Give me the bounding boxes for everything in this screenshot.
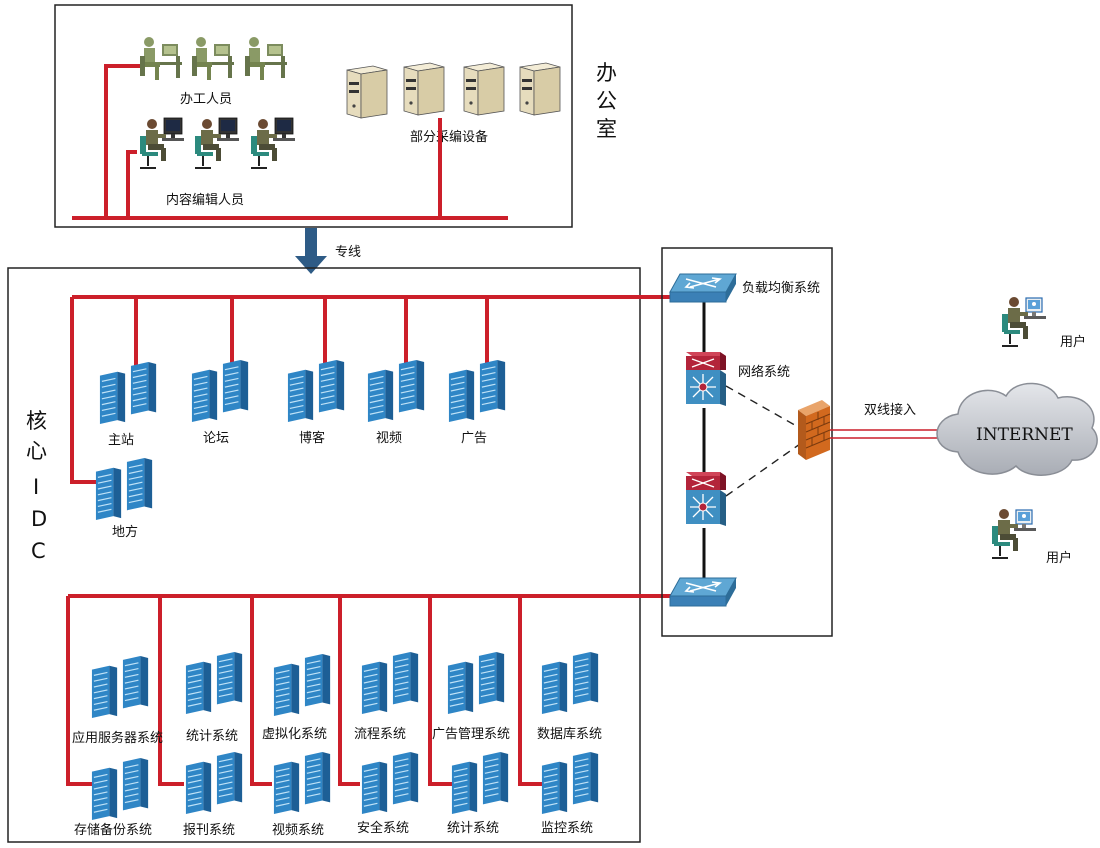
server-ads-icon	[448, 360, 506, 422]
idc-title-char-5: C	[31, 539, 46, 563]
bottom-row1-label: 应用服务器系统	[72, 730, 163, 746]
office-title-char-2: 公	[596, 89, 617, 113]
office-lan-links	[72, 64, 508, 220]
server-video-system-icon	[273, 752, 331, 814]
dedicated-line-label: 专线	[335, 245, 361, 260]
access-switch-icon	[669, 577, 737, 607]
idc-title-char-1: 核	[26, 409, 47, 433]
editing-equipment-icon	[463, 62, 505, 116]
server-security-icon	[361, 752, 419, 814]
firewall-icon	[797, 399, 831, 461]
server-monitoring-icon	[541, 752, 599, 814]
server-workflow-icon	[361, 652, 419, 714]
load-balancer-label: 负载均衡系统	[742, 281, 820, 296]
user-label: 用户	[1046, 550, 1072, 566]
dedicated-line: 专线	[295, 228, 361, 274]
content-editor-label: 内容编辑人员	[166, 192, 244, 208]
idc-title-char-3: I	[33, 475, 39, 499]
dual-line-links	[830, 429, 948, 439]
office-worker-icon	[192, 37, 234, 80]
office-title-char-3: 室	[596, 117, 617, 141]
office-frame	[54, 4, 573, 228]
dual-line-access: 双线接入	[830, 402, 948, 439]
idc-title-char-2: 心	[26, 439, 47, 463]
server-forum-icon	[191, 360, 249, 422]
server-ad-management-icon	[447, 652, 505, 714]
editing-equipment-icon	[403, 62, 445, 116]
network-frame	[661, 247, 833, 637]
users: 用户 用户	[991, 296, 1086, 566]
core-idc-region: 核 心 I D C 主站 论坛 博客 视频 广告 地方	[7, 267, 672, 843]
internet-label: INTERNET	[976, 425, 1073, 445]
internet-cloud: INTERNET	[936, 382, 1098, 476]
office-region: 办工人员 内容编辑人员 部分采编设备 办 公 室	[54, 4, 617, 228]
bottom-row1-label: 流程系统	[354, 727, 406, 742]
core-router-icon	[685, 351, 727, 407]
editing-equipment-label: 部分采编设备	[410, 129, 488, 145]
top-group-label: 视频	[376, 431, 402, 446]
editing-equipment-icon	[519, 62, 561, 116]
content-editor-icon	[194, 117, 240, 169]
server-app-icon	[91, 656, 149, 718]
content-editor-icon	[250, 117, 296, 169]
content-editor-icon	[139, 117, 185, 169]
bottom-row1-label: 数据库系统	[537, 726, 602, 742]
dedicated-line-arrow	[295, 228, 327, 274]
top-group-label: 地方	[112, 524, 138, 540]
office-staff-label: 办工人员	[180, 92, 232, 107]
bottom-row2-label: 安全系统	[357, 820, 409, 836]
bottom-row1-label: 统计系统	[186, 729, 238, 744]
server-local-icon	[95, 458, 153, 520]
bottom-row2-label: 报刊系统	[183, 823, 235, 838]
server-virtualization-icon	[273, 654, 331, 716]
network-panel: 负载均衡系统 网络系统	[661, 247, 833, 637]
bottom-row2-label: 统计系统	[447, 821, 499, 836]
user-label: 用户	[1060, 334, 1086, 350]
bottom-row1-label: 广告管理系统	[432, 727, 510, 742]
idc-bottom-bus	[66, 594, 672, 786]
user-icon	[1001, 296, 1047, 347]
load-balancer-switch-icon	[669, 273, 737, 303]
office-worker-icon	[140, 37, 182, 80]
bottom-row1-label: 虚拟化系统	[262, 727, 327, 742]
office-worker-icon	[245, 37, 287, 80]
server-newspaper-icon	[185, 752, 243, 814]
top-group-label: 主站	[108, 433, 134, 448]
firewall-dashed-links	[725, 385, 801, 497]
server-video-icon	[367, 360, 425, 422]
cloud-shape	[936, 382, 1098, 476]
idc-frame	[7, 267, 641, 843]
server-blog-icon	[287, 360, 345, 422]
dual-line-label: 双线接入	[864, 402, 916, 418]
server-database-icon	[541, 652, 599, 714]
user-icon	[991, 508, 1037, 559]
office-title-char-1: 办	[596, 61, 617, 85]
top-group-label: 博客	[299, 430, 325, 446]
bottom-row2-label: 监控系统	[541, 821, 593, 836]
editing-equipment-icon	[346, 65, 388, 119]
bottom-row2-label: 视频系统	[272, 823, 324, 838]
top-group-label: 广告	[461, 431, 487, 446]
server-statistics-icon	[451, 752, 509, 814]
idc-top-bus	[70, 295, 672, 484]
bottom-row2-label: 存储备份系统	[74, 822, 152, 838]
server-main-site-icon	[99, 362, 157, 424]
server-stats-icon	[185, 652, 243, 714]
top-group-label: 论坛	[203, 431, 229, 446]
network-system-label: 网络系统	[738, 364, 790, 380]
core-router-icon	[685, 471, 727, 527]
server-storage-backup-icon	[91, 758, 149, 820]
idc-title-char-4: D	[31, 507, 47, 531]
